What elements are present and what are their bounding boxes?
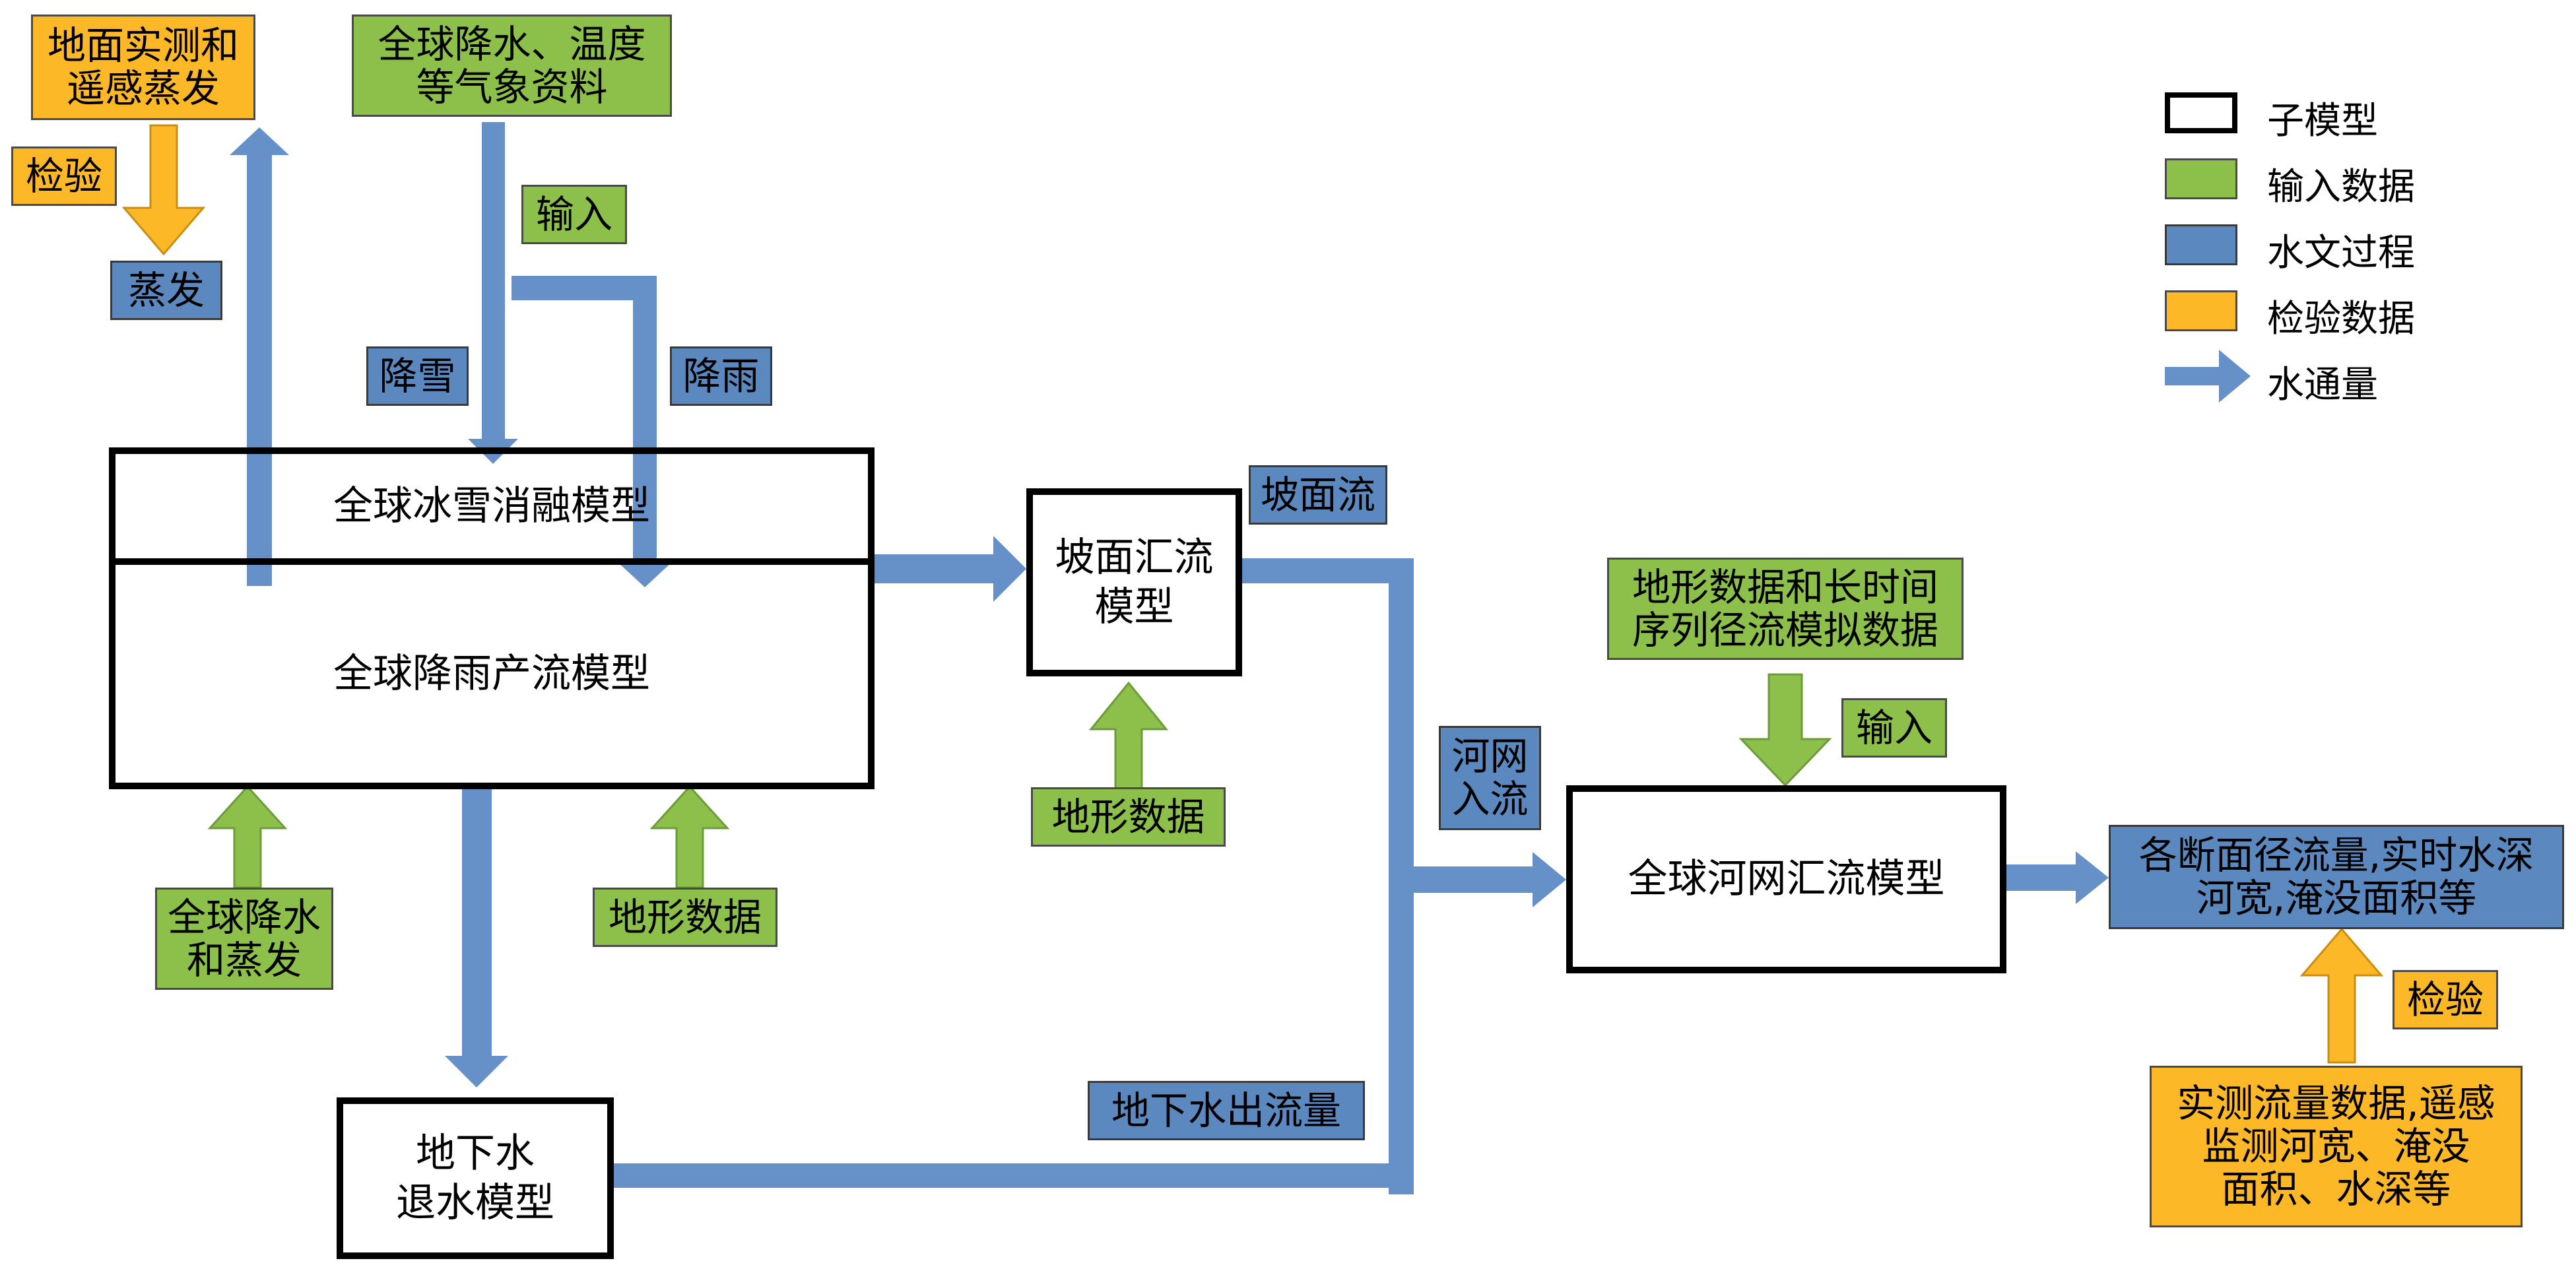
legend-label-flux: 水通量 bbox=[2267, 364, 2378, 406]
input-terrain-mid: 地形数据 bbox=[1031, 787, 1226, 847]
arrow-model-to-hillslope bbox=[875, 536, 1026, 602]
process-groundwater-outflow: 地下水出流量 bbox=[1088, 1081, 1365, 1140]
process-groundwater-outflow-label: 地下水出流量 bbox=[1111, 1088, 1341, 1133]
arrow-rainfall-down bbox=[512, 276, 672, 587]
model-rainfall-runoff: 全球降雨产流模型 bbox=[109, 558, 875, 789]
input-precip-evap-label: 全球降水 和蒸发 bbox=[167, 894, 321, 983]
arrow-groundwater-outflow-route bbox=[614, 1163, 1414, 1188]
validation-ground-rs-evaporation-label: 地面实测和 遥感蒸发 bbox=[47, 23, 239, 111]
legend-swatch-input bbox=[2165, 158, 2237, 199]
process-hillslope-flow-label: 坡面流 bbox=[1260, 472, 1375, 517]
input-label-top: 输入 bbox=[521, 185, 627, 244]
input-terrain-left-label: 地形数据 bbox=[608, 894, 762, 940]
process-rainfall: 降雨 bbox=[670, 346, 772, 406]
validation-observed-data-label: 实测流量数据,遥感 监测河宽、淹没 面积、水深等 bbox=[2177, 1081, 2495, 1212]
arrow-hillslope-flow-route bbox=[1242, 558, 1414, 1194]
model-groundwater-label: 地下水 退水模型 bbox=[396, 1130, 554, 1226]
process-outputs: 各断面径流量,实时水深 河宽,淹没面积等 bbox=[2109, 825, 2564, 929]
validation-check-left: 检验 bbox=[11, 146, 117, 206]
input-terrain-left: 地形数据 bbox=[593, 888, 777, 947]
validation-check-right: 检验 bbox=[2393, 970, 2498, 1029]
input-label-right-text: 输入 bbox=[1855, 705, 1932, 750]
process-river-inflow-label: 河网 入流 bbox=[1451, 734, 1529, 822]
legend-swatch-model bbox=[2165, 92, 2237, 133]
model-river-network: 全球河网汇流模型 bbox=[1566, 785, 2006, 973]
input-meteorological-data: 全球降水、温度 等气象资料 bbox=[352, 15, 672, 117]
model-snowmelt: 全球冰雪消融模型 bbox=[109, 447, 875, 565]
process-evaporation: 蒸发 bbox=[110, 261, 222, 320]
legend-label-process: 水文过程 bbox=[2267, 232, 2415, 275]
process-evaporation-label: 蒸发 bbox=[127, 267, 205, 313]
process-hillslope-flow: 坡面流 bbox=[1249, 465, 1387, 525]
input-meteorological-data-label: 全球降水、温度 等气象资料 bbox=[378, 21, 646, 110]
arrow-observed-validation-up bbox=[2299, 927, 2384, 1064]
arrow-evap-validation-down bbox=[121, 124, 206, 256]
legend-swatch-validation bbox=[2165, 290, 2237, 331]
input-terrain-runoff: 地形数据和长时间 序列径流模拟数据 bbox=[1607, 558, 1964, 660]
process-river-inflow: 河网 入流 bbox=[1439, 726, 1541, 830]
arrow-runoff-to-groundwater bbox=[445, 789, 508, 1088]
input-terrain-runoff-label: 地形数据和长时间 序列径流模拟数据 bbox=[1632, 564, 1938, 653]
model-hillslope: 坡面汇流 模型 bbox=[1026, 488, 1242, 676]
input-precip-evap: 全球降水 和蒸发 bbox=[155, 888, 333, 990]
validation-ground-rs-evaporation: 地面实测和 遥感蒸发 bbox=[31, 15, 255, 120]
model-hillslope-label: 坡面汇流 模型 bbox=[1055, 534, 1214, 630]
process-outputs-label: 各断面径流量,实时水深 河宽,淹没面积等 bbox=[2138, 833, 2534, 921]
arrow-evaporation-up bbox=[230, 127, 289, 586]
arrow-snowfall-down bbox=[468, 122, 518, 464]
validation-observed-data: 实测流量数据,遥感 监测河宽、淹没 面积、水深等 bbox=[2150, 1066, 2523, 1227]
legend-label-model: 子模型 bbox=[2267, 100, 2378, 143]
legend-swatch-process bbox=[2165, 224, 2237, 265]
input-label-top-text: 输入 bbox=[535, 191, 612, 237]
legend-label-input: 输入数据 bbox=[2267, 166, 2415, 209]
arrow-terrain-mid-up bbox=[1088, 681, 1169, 790]
model-snowmelt-label: 全球冰雪消融模型 bbox=[333, 482, 650, 529]
process-rainfall-label: 降雨 bbox=[682, 353, 760, 399]
arrow-river-to-outputs bbox=[2006, 851, 2109, 904]
model-rainfall-runoff-label: 全球降雨产流模型 bbox=[333, 650, 650, 697]
input-label-right: 输入 bbox=[1841, 698, 1947, 758]
validation-check-left-label: 检验 bbox=[25, 153, 102, 199]
process-snowfall: 降雪 bbox=[366, 346, 469, 406]
arrow-terrain-left-up bbox=[649, 785, 730, 889]
process-snowfall-label: 降雪 bbox=[379, 353, 456, 399]
legend-label-validation: 检验数据 bbox=[2267, 298, 2415, 341]
model-river-network-label: 全球河网汇流模型 bbox=[1628, 856, 1945, 902]
model-groundwater: 地下水 退水模型 bbox=[337, 1097, 614, 1259]
arrow-river-inflow bbox=[1414, 852, 1566, 907]
input-terrain-mid-label: 地形数据 bbox=[1051, 794, 1205, 839]
arrow-precip-evap-up bbox=[207, 785, 288, 889]
validation-check-right-label: 检验 bbox=[2406, 977, 2484, 1022]
arrow-terrain-runoff-down bbox=[1738, 673, 1832, 787]
legend-flux-arrow bbox=[2165, 350, 2251, 403]
